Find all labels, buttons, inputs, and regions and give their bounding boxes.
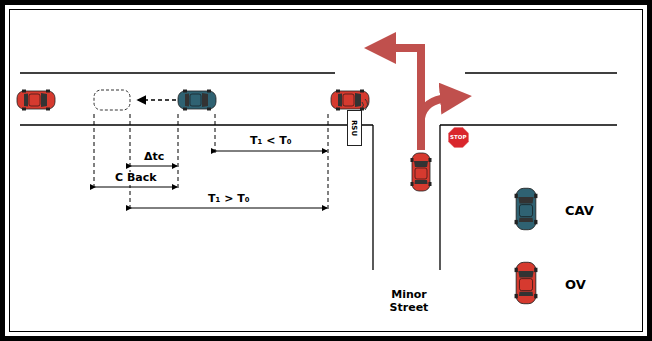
dimension-label: T₁ > T₀ [206, 193, 252, 206]
inner-frame [10, 10, 643, 332]
rsu-box: RSU [347, 110, 362, 146]
legend-text: CAV [565, 204, 594, 219]
ov-car [331, 90, 369, 111]
stop-sign: STOP [448, 127, 469, 148]
extension-lines [94, 114, 328, 212]
dimension-label: Δtc [142, 151, 166, 164]
ov-car [17, 90, 55, 111]
outer-frame [3, 3, 650, 339]
dimension-lines [95, 151, 327, 208]
dimension-label: C Back [113, 172, 159, 185]
projected-car-outline [94, 90, 130, 110]
dimension-label: T₁ < T₀ [248, 135, 294, 148]
stop-text: STOP [450, 134, 466, 140]
legend-text: OV [565, 278, 586, 293]
turn-arrows [388, 48, 448, 150]
legend-ov-icon [515, 262, 538, 303]
road-edges [20, 73, 617, 270]
rsu-text: RSU [350, 120, 358, 136]
backward-arrow [138, 99, 176, 101]
rsu-signal [362, 99, 368, 110]
street-name: Minor Street [379, 289, 439, 314]
legend-cav-icon [515, 188, 538, 229]
cav-car [178, 90, 216, 111]
ov-car-minor [411, 153, 432, 191]
